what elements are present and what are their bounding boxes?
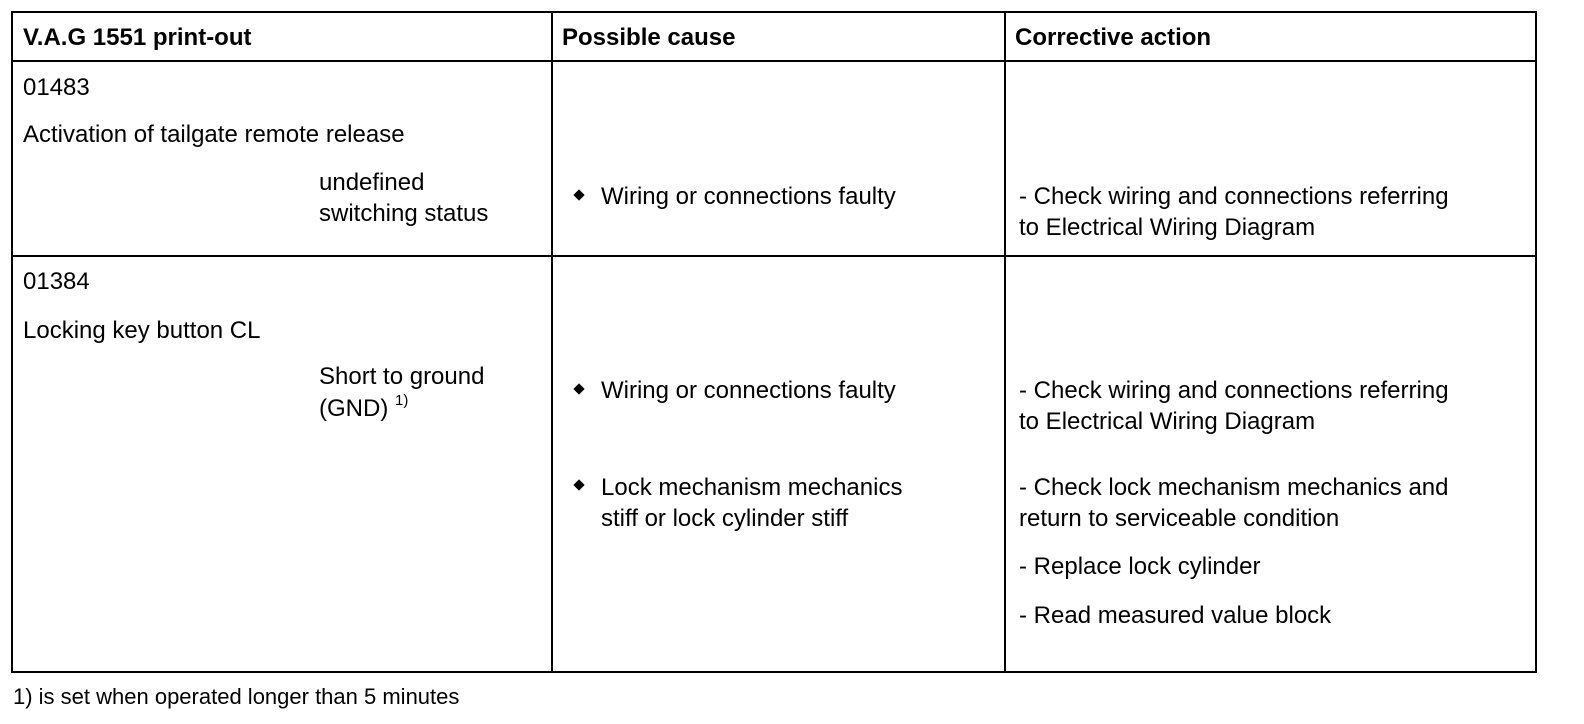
header-printout: V.A.G 1551 print-out bbox=[23, 24, 252, 51]
row2-cause-2-line2: stiff or lock cylinder stiff bbox=[601, 505, 849, 532]
row2-status-line1: Short to ground bbox=[319, 363, 485, 390]
column-divider-1 bbox=[551, 13, 553, 671]
header-corrective-action: Corrective action bbox=[1015, 24, 1212, 51]
row2-status-text: (GND) bbox=[319, 395, 389, 422]
fault-code-table: V.A.G 1551 print-out Possible cause Corr… bbox=[11, 11, 1537, 673]
row2-action-2-line2: return to serviceable condition bbox=[1019, 505, 1340, 532]
footnote-marker: 1) bbox=[395, 392, 409, 409]
row-divider bbox=[13, 255, 1535, 257]
row2-action-3: - Replace lock cylinder bbox=[1019, 553, 1261, 580]
row1-status-line2: switching status bbox=[319, 200, 489, 227]
column-divider-2 bbox=[1004, 13, 1006, 671]
header-divider bbox=[13, 60, 1535, 62]
row1-fault-code: 01483 bbox=[23, 74, 90, 101]
row2-fault-code: 01384 bbox=[23, 268, 90, 295]
row1-status-line1: undefined bbox=[319, 169, 425, 196]
row1-cause-1: Wiring or connections faulty bbox=[601, 183, 896, 210]
row2-action-1-line2: to Electrical Wiring Diagram bbox=[1019, 408, 1316, 435]
row1-action-1-line1: - Check wiring and connections referring bbox=[1019, 183, 1449, 210]
row1-description: Activation of tailgate remote release bbox=[23, 121, 405, 148]
diamond-bullet-icon bbox=[573, 479, 585, 491]
footnote: 1) is set when operated longer than 5 mi… bbox=[13, 684, 460, 709]
row1-action-1-line2: to Electrical Wiring Diagram bbox=[1019, 214, 1316, 241]
row2-action-4: - Read measured value block bbox=[1019, 602, 1332, 629]
diamond-bullet-icon bbox=[573, 383, 585, 395]
row2-action-2-line1: - Check lock mechanism mechanics and bbox=[1019, 474, 1449, 501]
row2-status-line2: (GND) 1) bbox=[319, 393, 408, 424]
header-possible-cause: Possible cause bbox=[562, 24, 736, 51]
row2-cause-1: Wiring or connections faulty bbox=[601, 377, 896, 404]
row2-description: Locking key button CL bbox=[23, 317, 261, 344]
diamond-bullet-icon bbox=[573, 189, 585, 201]
row2-cause-2-line1: Lock mechanism mechanics bbox=[601, 474, 903, 501]
row2-action-1-line1: - Check wiring and connections referring bbox=[1019, 377, 1449, 404]
